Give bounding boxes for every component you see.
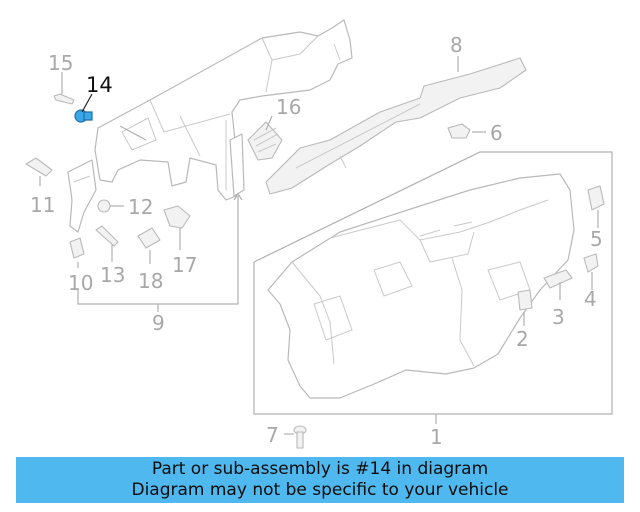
part-11-clip [25, 157, 53, 177]
callout-9: 9 [152, 311, 165, 335]
part-7-bolt [293, 425, 307, 449]
callout-7: 7 [266, 423, 279, 447]
leader-lines [39, 56, 599, 435]
callout-2: 2 [516, 327, 529, 351]
callout-8: 8 [450, 33, 463, 57]
callout-6: 6 [490, 121, 503, 145]
info-banner: Part or sub-assembly is #14 in diagram D… [16, 457, 624, 503]
part-2-clip [517, 289, 533, 311]
callout-16: 16 [276, 95, 301, 119]
callout-14: 14 [86, 73, 113, 97]
callout-3: 3 [552, 305, 565, 329]
callout-1: 1 [430, 425, 443, 449]
parts-diagram: 1 2 3 4 5 6 7 8 9 10 11 12 13 14 15 16 1… [25, 19, 613, 449]
banner-line-2: Diagram may not be specific to your vehi… [131, 480, 509, 500]
part-13-bolt [95, 225, 119, 247]
callout-4: 4 [584, 287, 597, 311]
part-18-sensor [137, 227, 161, 249]
part-4-bracket [583, 253, 599, 273]
instrument-panel-pad [265, 57, 527, 195]
callout-10: 10 [68, 271, 93, 295]
callouts: 1 2 3 4 5 6 7 8 9 10 11 12 13 14 15 16 1… [30, 33, 603, 449]
cross-car-beam [67, 19, 353, 233]
part-3-trim [543, 269, 573, 289]
part-17-bracket [163, 205, 191, 229]
callout-15: 15 [48, 51, 73, 75]
part-5-panel [587, 185, 605, 211]
instrument-panel [267, 173, 575, 399]
part-6-clip [447, 123, 471, 139]
part-10-cap [69, 237, 85, 259]
callout-17: 17 [172, 253, 197, 277]
part-1-group-outline [253, 151, 613, 415]
callout-12: 12 [128, 195, 153, 219]
banner-line-1: Part or sub-assembly is #14 in diagram [151, 459, 489, 479]
callout-18: 18 [138, 269, 163, 293]
callout-11: 11 [30, 193, 55, 217]
callout-5: 5 [590, 227, 603, 251]
callout-13: 13 [100, 263, 125, 287]
vent-grille [247, 121, 283, 161]
part-12-nut [97, 199, 111, 213]
part-14-highlighted [74, 109, 93, 123]
part-15-bolt [53, 93, 75, 105]
